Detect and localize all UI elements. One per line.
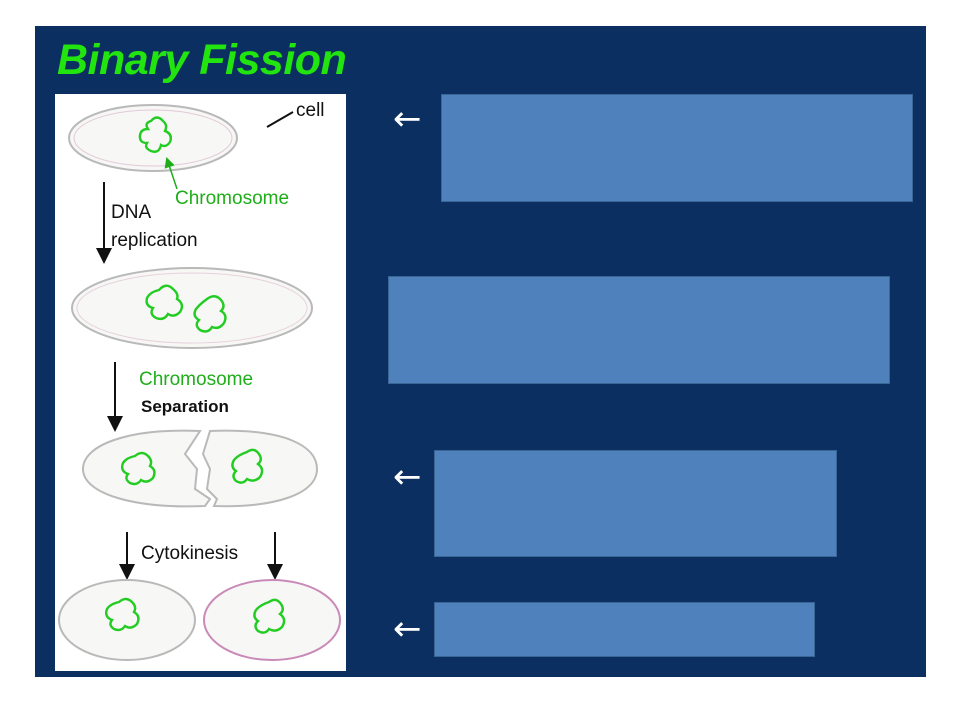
step-1-label-line-2: replication xyxy=(111,230,198,251)
cell-label: cell xyxy=(296,100,325,121)
cell-stage-3 xyxy=(81,429,319,508)
left-arrow-4: ← xyxy=(393,609,422,649)
left-arrow-3: ← xyxy=(393,457,422,497)
chromosome-2a xyxy=(145,284,184,321)
step-cytokinesis: Cytokinesis xyxy=(119,532,283,580)
answer-box-1[interactable] xyxy=(441,94,913,202)
chromosome-3b xyxy=(231,448,264,484)
left-arrow-1: ← xyxy=(393,99,422,139)
answer-box-3[interactable] xyxy=(434,450,837,557)
step-2-label-line-2: Separation xyxy=(141,397,229,416)
cell-stage-2 xyxy=(71,267,313,349)
answer-box-2[interactable] xyxy=(388,276,890,384)
step-3-label: Cytokinesis xyxy=(141,543,238,564)
chromosome-2b xyxy=(193,295,227,333)
slide-title: Binary Fission xyxy=(57,36,347,84)
slide: Binary Fission cell Chromosome xyxy=(35,26,926,677)
chromosome-4b xyxy=(253,598,286,634)
chromosome-pointer-label: Chromosome xyxy=(175,188,289,209)
step-1-label-line-1: DNA xyxy=(111,202,151,223)
binary-fission-diagram: cell Chromosome DNA replication Chromos xyxy=(55,94,346,671)
step-dna-replication: DNA replication xyxy=(96,182,198,264)
cell-stage-1: cell Chromosome xyxy=(68,100,325,209)
diagram-svg: cell Chromosome DNA replication Chromos xyxy=(58,100,341,661)
step-2-label-line-1: Chromosome xyxy=(139,369,253,390)
cell-stage-4 xyxy=(58,579,341,661)
answer-box-4[interactable] xyxy=(434,602,815,657)
chromosome-4a xyxy=(104,597,140,632)
chromosome-1 xyxy=(138,116,173,153)
chromosome-3a xyxy=(120,451,156,486)
step-chromosome-separation: Chromosome Separation xyxy=(107,362,253,432)
